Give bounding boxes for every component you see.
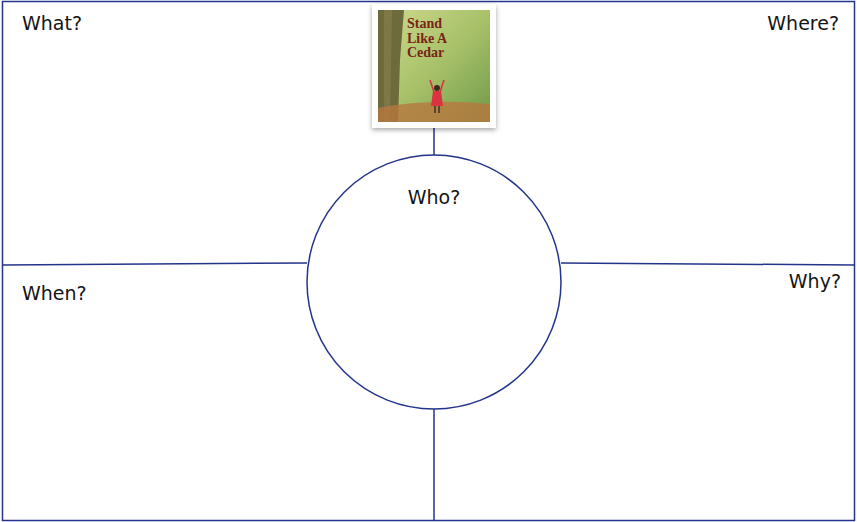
- quadrant-label: What?: [22, 12, 82, 35]
- divider-line: [433, 128, 435, 155]
- who-circle: Who?: [306, 154, 562, 410]
- book-title: Stand Like A Cedar: [407, 17, 469, 61]
- book-cover: [372, 4, 496, 128]
- divider-line: [561, 263, 854, 265]
- quadrant-label: Where?: [767, 12, 839, 35]
- divider-line: [433, 409, 435, 521]
- node-heading: Who?: [306, 186, 562, 209]
- quadrant-label: When?: [22, 282, 87, 305]
- quadrant-label: Why?: [789, 270, 841, 293]
- circle-shape: [307, 155, 561, 409]
- outer-border: [3, 2, 855, 521]
- divider-line: [3, 263, 307, 265]
